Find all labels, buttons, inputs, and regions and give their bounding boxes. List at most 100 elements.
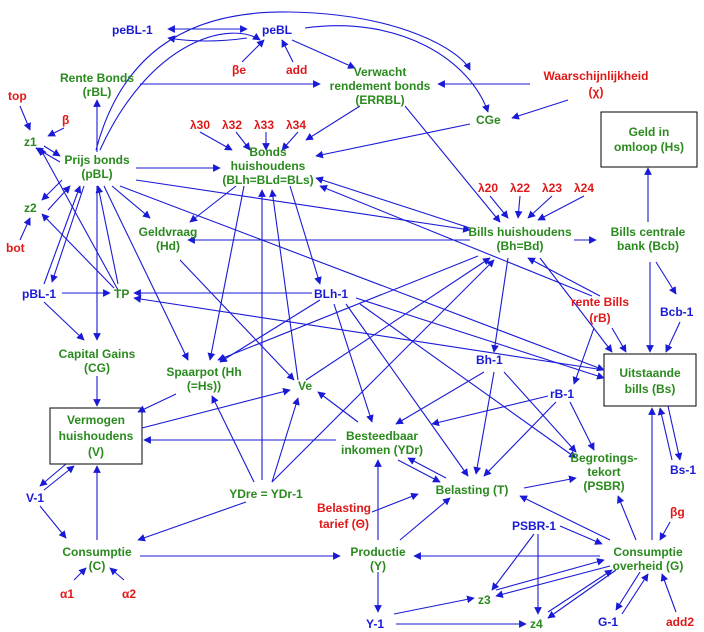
edge-cge-bondsh	[315, 123, 471, 159]
edge-consov-z3	[495, 565, 611, 598]
edge-renteb-bills	[527, 257, 601, 297]
edge-ve-bills	[305, 257, 491, 381]
node-consumptie-overheid: Consumptie	[613, 545, 683, 559]
node-begrotingstekort-2: tekort	[587, 465, 620, 479]
vermogen-huishoudens-box	[49, 407, 143, 465]
node-besteedbaar-inkomen: Besteedbaar	[346, 429, 418, 443]
node-tp: TP	[114, 287, 129, 301]
node-bh1: Bh-1	[476, 353, 503, 367]
edge-ydre-spaar	[211, 395, 255, 483]
node-alpha1: α1	[60, 587, 74, 601]
edge-v1-cons	[39, 505, 67, 539]
node-spaarpot-sub: (=Hs))	[187, 379, 221, 393]
edge-consov-belasting	[519, 495, 611, 541]
edge-belasting-begr	[523, 475, 577, 489]
edge-pbl-pbl1	[50, 185, 85, 283]
node-pebl: peBL	[262, 23, 292, 37]
node-rb1: rB-1	[550, 387, 574, 401]
node-z3: z3	[478, 593, 491, 607]
node-add2: add2	[666, 615, 694, 629]
node-rente-bonds-sub: (rBL)	[83, 85, 112, 99]
node-consumptie-sub: (C)	[89, 559, 106, 573]
edge-ve-bondsh	[269, 189, 299, 381]
edge-pbl1-cg	[43, 301, 85, 341]
edge-bh1-belasting	[473, 371, 495, 475]
node-geld-in-omloop-sub: omloop (Hs)	[614, 140, 684, 154]
node-uitstaande-bills-sub: bills (Bs)	[625, 382, 676, 396]
edge-consov-g1	[615, 571, 641, 611]
edge-pebl-pebl1	[167, 35, 248, 43]
node-belasting: Belasting (T)	[436, 483, 509, 497]
edge-z3-consov	[495, 558, 605, 591]
node-uitstaande-bills: Uitstaande	[619, 366, 681, 380]
geld-in-omloop-box	[600, 111, 698, 168]
edge-pbl-pebl1-arc	[95, 11, 471, 151]
edge-pbl-bills	[135, 179, 471, 233]
node-v1: V-1	[26, 491, 44, 505]
node-alpha2: α2	[122, 587, 136, 601]
edge-tp-z1	[39, 147, 119, 291]
edge-bcb1-uits	[665, 321, 681, 353]
edge-bills-uits	[539, 257, 613, 353]
node-verwacht-3: (ERRBL)	[355, 93, 404, 107]
edge-errbl-bills	[404, 105, 501, 223]
node-vermogen-huishoudens-2: huishoudens	[59, 429, 134, 443]
edge-alpha2-cons	[109, 567, 125, 581]
node-belasting-tarief: Belasting	[317, 501, 371, 515]
node-capital-gains: Capital Gains	[59, 347, 136, 361]
node-lambda24: λ24	[574, 181, 594, 195]
node-g1: G-1	[598, 615, 618, 629]
edge-renteb-uits	[611, 327, 627, 353]
node-bills-centrale-bank-sub: bank (Bcb)	[617, 239, 679, 253]
edge-errbl-bondsh	[305, 105, 361, 141]
node-verwacht-2: rendement bonds	[330, 79, 431, 93]
edge-blh1-belasting	[345, 303, 469, 477]
node-pbl1: pBL-1	[22, 287, 56, 301]
edge-z2-pbl	[47, 185, 71, 211]
edge-geldv-ve	[179, 259, 295, 381]
node-productie: Productie	[350, 545, 406, 559]
edge-lam22	[514, 195, 523, 219]
edge-blh1-spaar	[219, 299, 321, 363]
node-pebl1: peBL-1	[112, 23, 153, 37]
edge-renteb-bondsh	[319, 185, 593, 297]
node-z2: z2	[24, 201, 37, 215]
edge-pbl-uits	[119, 185, 605, 372]
edge-blh1-uits	[355, 297, 605, 380]
edge-prod-belasting	[399, 497, 451, 541]
edge-z4-consov	[547, 569, 613, 613]
edge-add-pebl	[281, 39, 294, 63]
edge-spaar-verm	[137, 393, 177, 413]
edge-bh1-begr	[503, 371, 577, 453]
node-consumptie-overheid-sub: overheid (G)	[613, 559, 684, 573]
node-beta: β	[62, 113, 69, 127]
edge-lam32	[235, 131, 251, 151]
edge-best-belasting	[397, 459, 441, 483]
edge-bills-bondsh	[315, 176, 471, 229]
node-productie-sub: (Y)	[370, 559, 386, 573]
edge-tp-pbl	[95, 185, 119, 285]
node-lambda32: λ32	[222, 118, 242, 132]
node-geldvraag-sub: (Hd)	[156, 239, 180, 253]
node-lambda33: λ33	[254, 118, 274, 132]
node-lambda30: λ30	[190, 118, 210, 132]
node-lambda20: λ20	[478, 181, 498, 195]
edge-consov-z4	[547, 569, 617, 619]
edges	[19, 11, 683, 628]
edge-lam23	[527, 195, 553, 219]
node-ydre: YDre = YDr-1	[229, 487, 303, 501]
uitstaande-bills-box	[603, 353, 697, 407]
node-ve: Ve	[298, 379, 312, 393]
node-verwacht: Verwacht	[354, 65, 407, 79]
node-bot: bot	[6, 241, 25, 255]
edge-add2-consov	[660, 573, 677, 613]
node-betag: βg	[670, 505, 685, 519]
node-bills-centrale-bank: Bills centrale	[611, 225, 686, 239]
edge-tp-z2	[41, 213, 115, 289]
node-blh1: BLh-1	[314, 287, 348, 301]
node-bcb1: Bcb-1	[660, 305, 694, 319]
node-top: top	[8, 89, 27, 103]
edge-waarsch-cge	[511, 99, 569, 120]
node-begrotingstekort: Begrotings-	[570, 451, 637, 465]
